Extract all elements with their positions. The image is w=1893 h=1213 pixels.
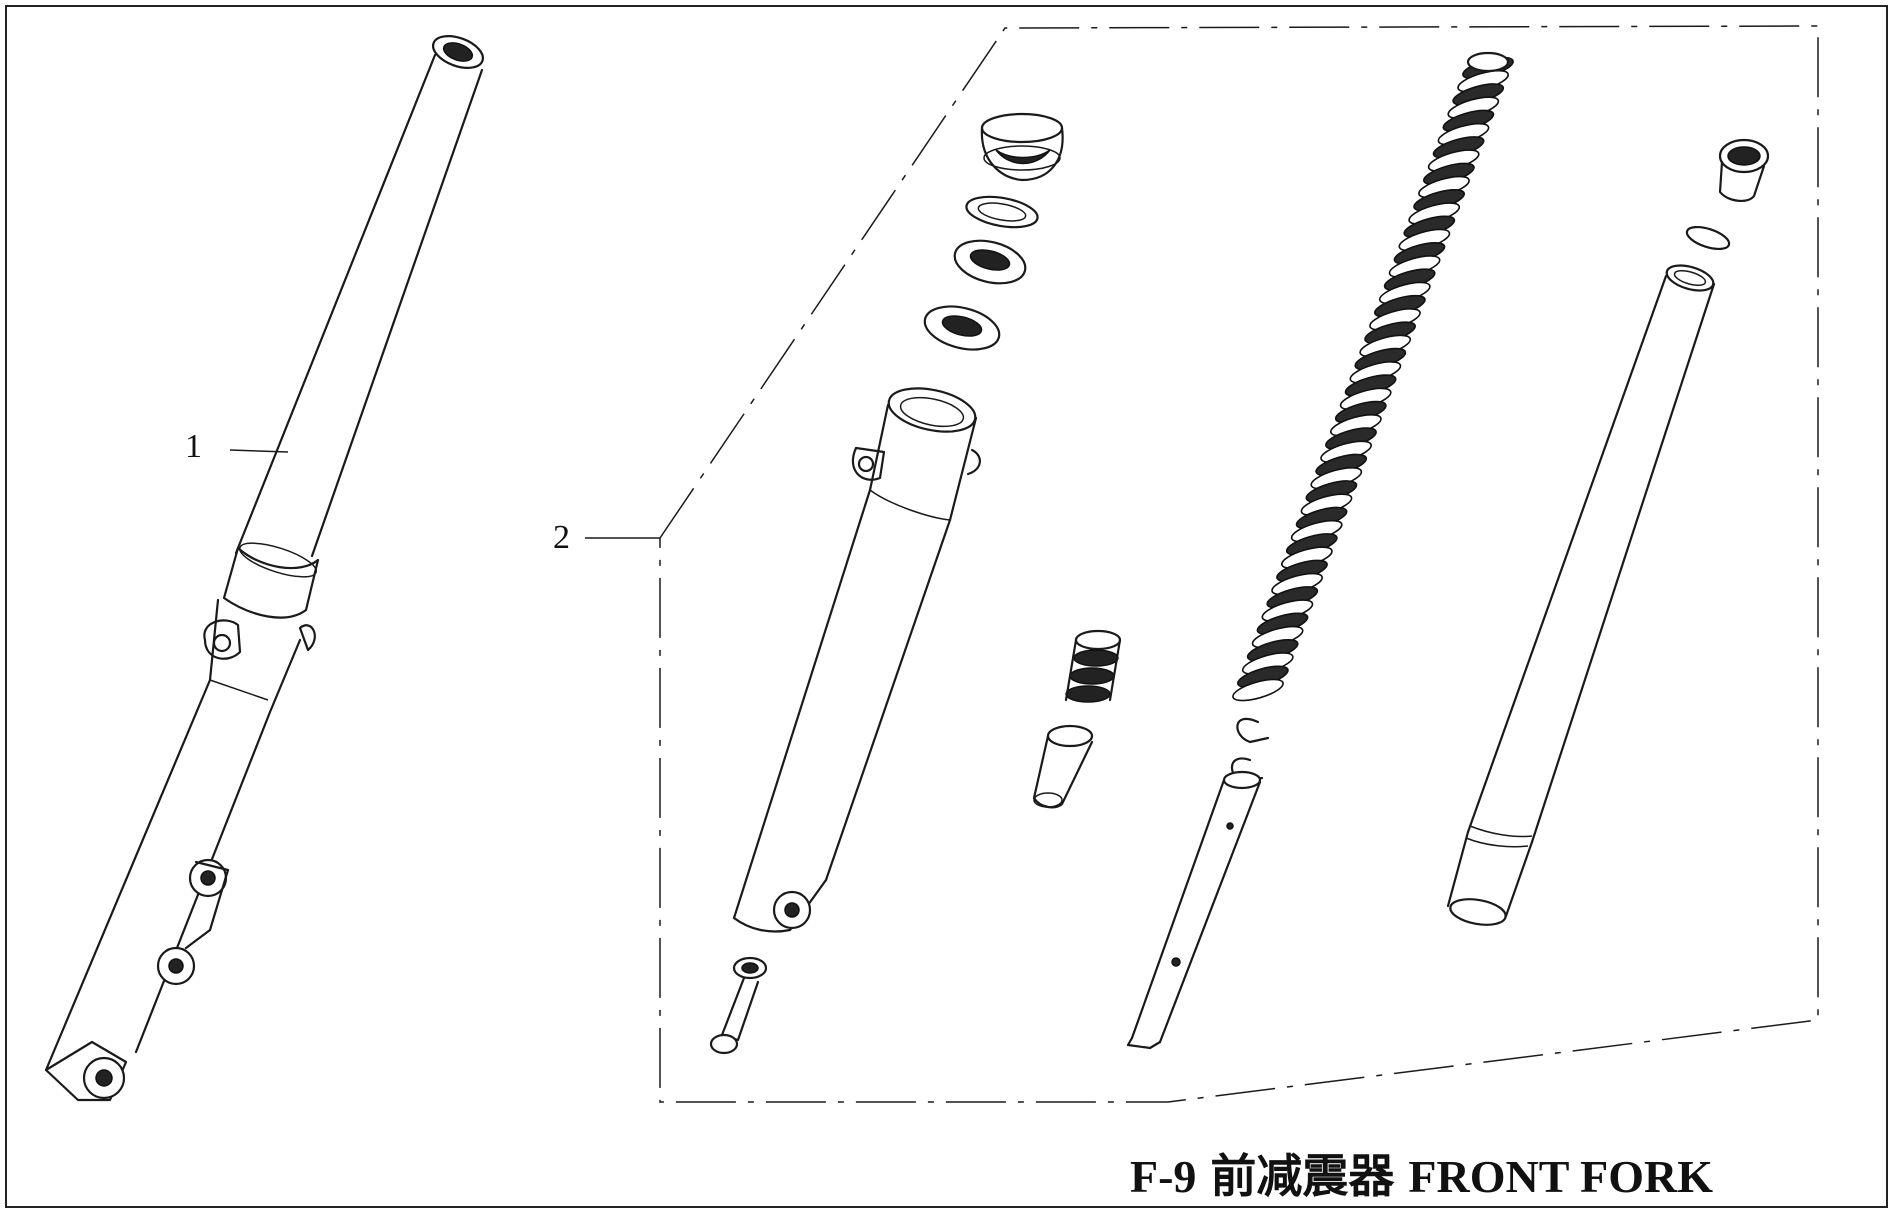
outer-tube (732, 387, 981, 933)
top-bolt (1718, 138, 1770, 202)
inner-tube (1446, 264, 1716, 926)
callout-1-leader (229, 449, 289, 453)
group-outline (659, 25, 1819, 1103)
damper-rod (1126, 770, 1262, 1050)
o-ring (1685, 225, 1731, 251)
caption-code: F-9 (1130, 1151, 1197, 1202)
spring-collar (1032, 724, 1094, 809)
spring-seat (1064, 629, 1122, 703)
dust-seal-cap (980, 112, 1064, 182)
frame-border (5, 5, 1888, 1208)
retaining-ring (965, 195, 1039, 229)
washer (923, 305, 1001, 351)
diagram-caption: F-9 前减震器 FRONT FORK (1130, 1140, 1727, 1206)
callout-2-label: 2 (553, 519, 570, 556)
spring-coil (1232, 678, 1284, 702)
caption-english: FRONT FORK (1408, 1151, 1713, 1202)
fork-assembly (44, 35, 484, 1102)
drain-bolt (709, 956, 768, 1055)
spring-top-end (1466, 51, 1510, 73)
fork-spring (1232, 51, 1514, 702)
callout-1-label: 1 (185, 428, 202, 465)
caption-chinese: 前减震器 (1210, 1151, 1395, 1202)
oil-seal (953, 239, 1027, 285)
